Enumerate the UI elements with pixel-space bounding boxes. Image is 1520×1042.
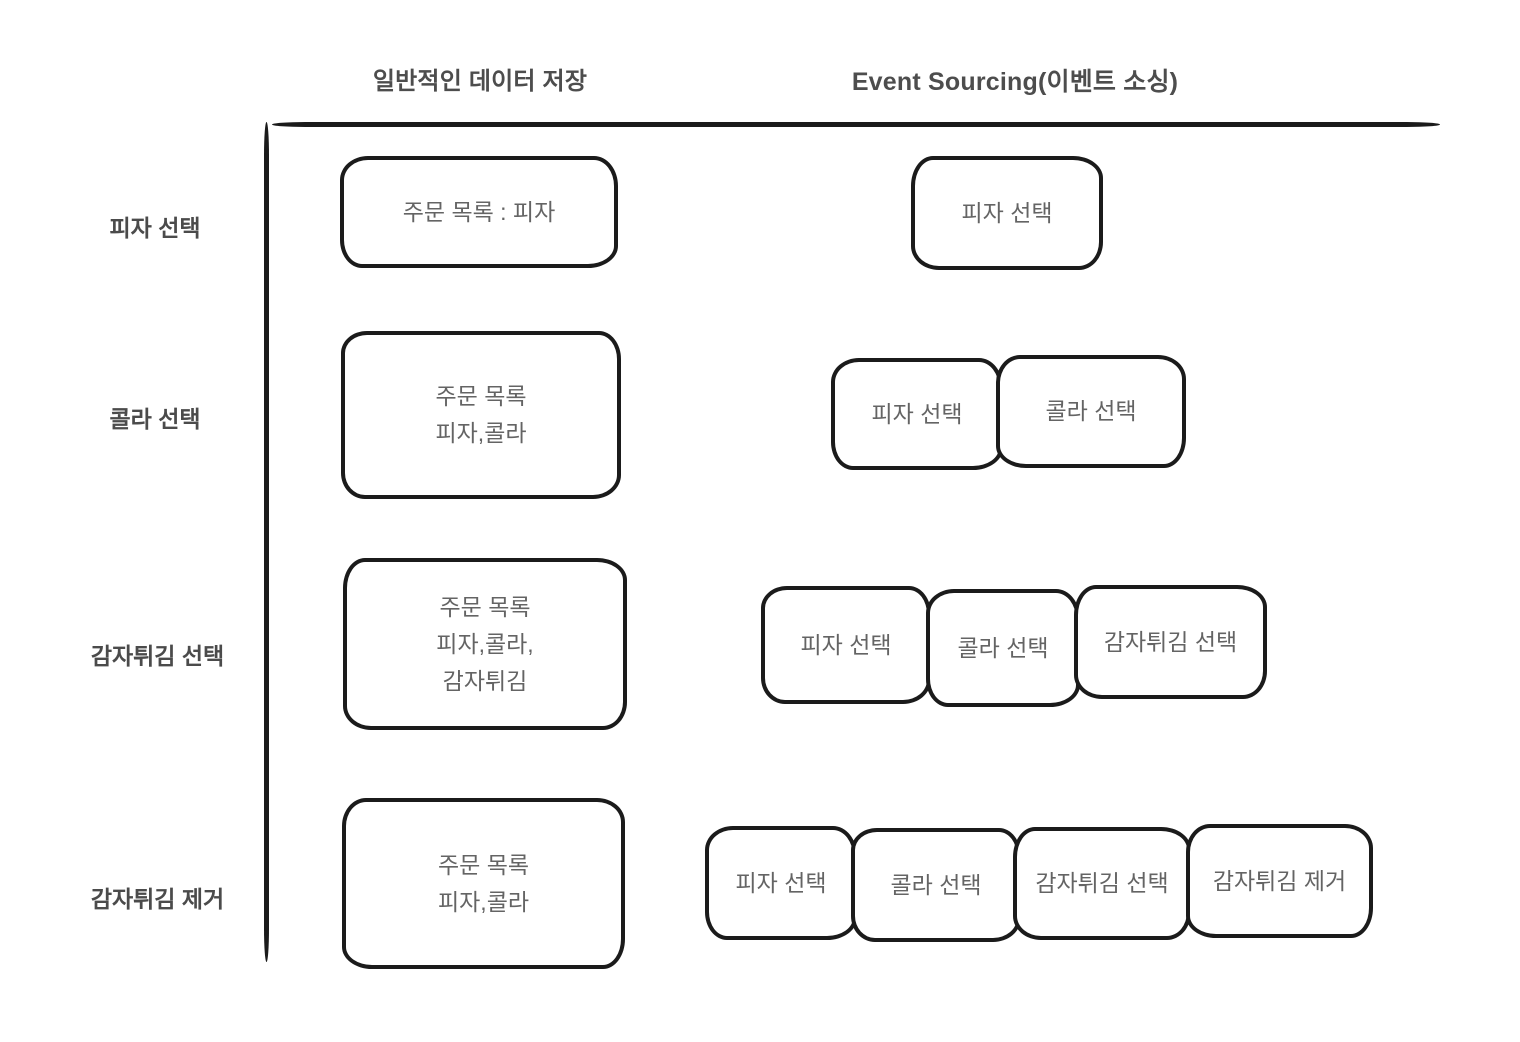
box-text-line: 피자 선택	[871, 400, 963, 427]
event-box-row4-fries-select: 감자튀김 선택	[1013, 827, 1191, 940]
box-text-line: 주문 목록 : 피자	[402, 198, 556, 225]
normal-storage-box-row4: 주문 목록 피자,콜라	[342, 798, 625, 969]
box-text-line: 피자,콜라	[435, 420, 527, 446]
column-header-event-sourcing: Event Sourcing(이벤트 소싱)	[851, 68, 1179, 96]
box-text-line: 감자튀김 선택	[1103, 628, 1238, 655]
event-box-row3-pizza: 피자 선택	[761, 586, 931, 704]
row-label-fries-remove: 감자튀김 제거	[90, 886, 225, 912]
box-text-line: 피자,콜라	[437, 888, 530, 915]
axis-horizontal-line	[272, 122, 1440, 127]
row-label-pizza-select: 피자 선택	[109, 215, 201, 241]
event-box-row4-pizza: 피자 선택	[705, 826, 857, 940]
event-box-row1-pizza: 피자 선택	[911, 156, 1103, 270]
normal-storage-box-row2: 주문 목록 피자,콜라	[341, 331, 621, 499]
event-box-row2-pizza: 피자 선택	[831, 358, 1003, 470]
column-header-normal-storage: 일반적인 데이터 저장	[372, 68, 588, 95]
box-text-line: 주문 목록	[439, 593, 531, 620]
box-text-line: 피자 선택	[800, 631, 892, 658]
box-text-line: 감자튀김 제거	[1212, 867, 1347, 894]
event-box-row4-cola: 콜라 선택	[851, 828, 1021, 942]
box-text-line: 콜라 선택	[957, 634, 1049, 661]
box-text-line: 콜라 선택	[1045, 398, 1137, 424]
event-box-row2-cola: 콜라 선택	[996, 355, 1186, 468]
event-box-row4-fries-remove: 감자튀김 제거	[1186, 824, 1373, 938]
axis-vertical-line	[264, 122, 269, 962]
box-text-line: 감자튀김 선택	[1035, 870, 1169, 896]
box-text-line: 주문 목록	[435, 383, 527, 409]
box-text-line: 피자,콜라,	[436, 630, 534, 657]
box-text-line: 주문 목록	[437, 851, 530, 878]
box-text-line: 피자 선택	[961, 199, 1053, 226]
normal-storage-box-row3: 주문 목록 피자,콜라, 감자튀김	[343, 558, 627, 730]
normal-storage-box-row1: 주문 목록 : 피자	[340, 156, 618, 268]
event-box-row3-cola: 콜라 선택	[926, 589, 1080, 707]
box-text-line: 감자튀김	[442, 667, 528, 694]
box-text-line: 콜라 선택	[890, 871, 982, 898]
box-text-line: 피자 선택	[735, 869, 827, 896]
row-label-fries-select: 감자튀김 선택	[90, 643, 225, 669]
event-box-row3-fries-select: 감자튀김 선택	[1074, 585, 1267, 699]
row-label-cola-select: 콜라 선택	[109, 406, 201, 432]
